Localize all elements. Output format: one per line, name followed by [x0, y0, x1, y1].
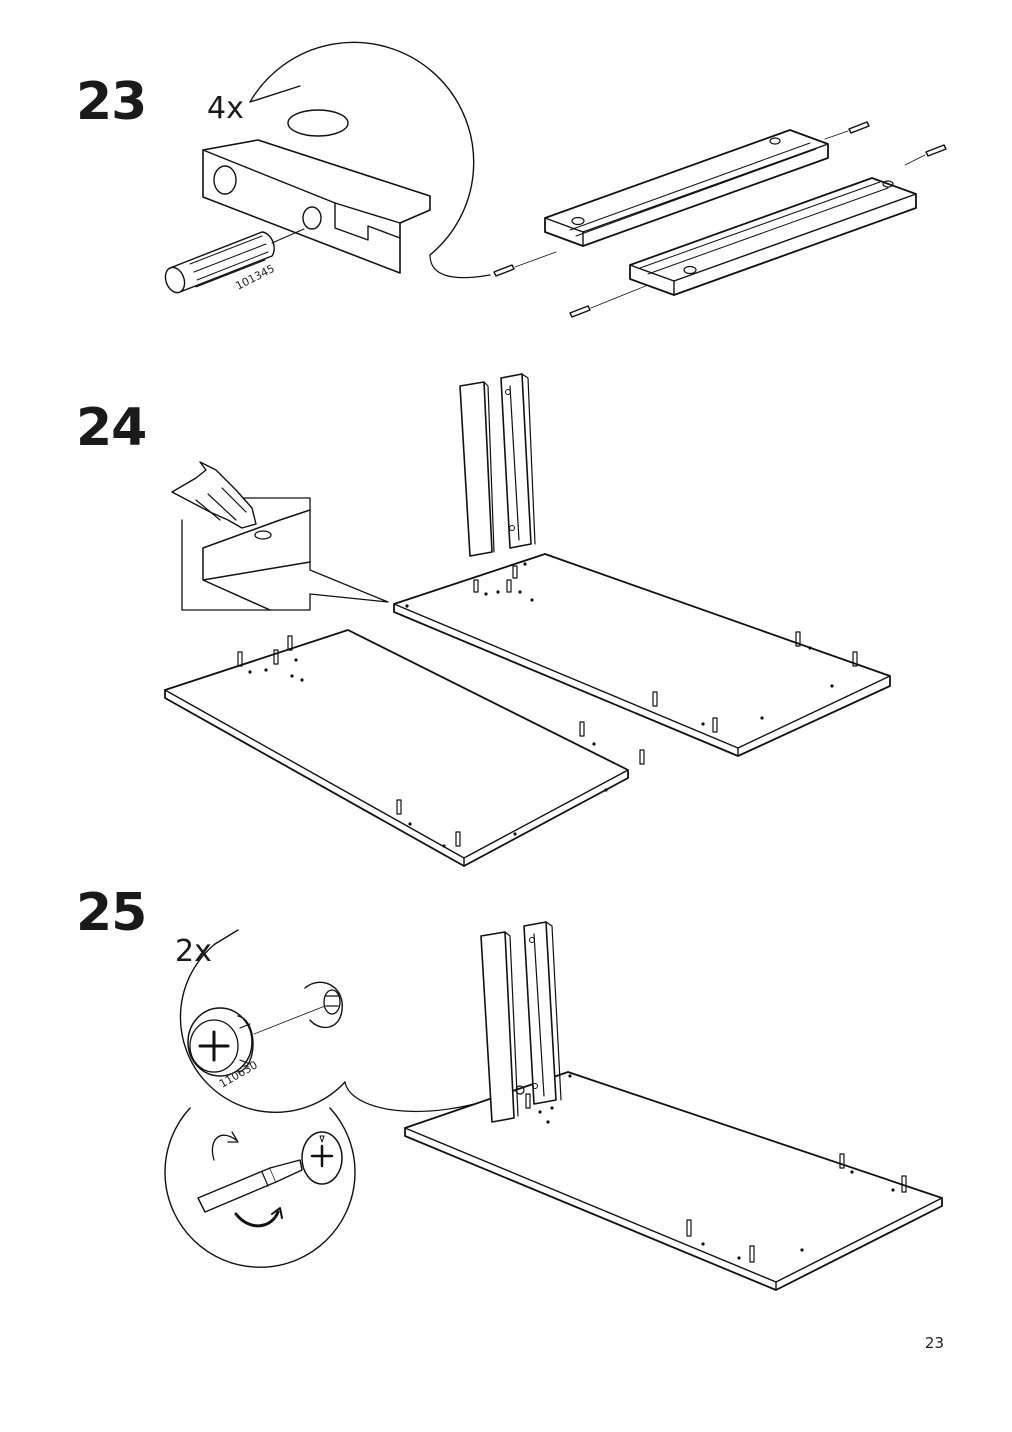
wooden-dowel-icon [164, 228, 305, 294]
cam-hole-detail [304, 981, 343, 1029]
rotate-arrow-icon [211, 1131, 283, 1228]
step-24-panel-right [393, 373, 891, 757]
step-23-rails [493, 121, 947, 318]
step-23-detail-circle: 101345 [164, 41, 491, 294]
cam-lock-fitting-icon [187, 1003, 331, 1077]
screwdriver-icon [197, 1159, 303, 1213]
quantity-label-step-25: 2x [175, 934, 212, 969]
quantity-label-step-23: 4x [207, 91, 244, 126]
step-24-panel-left [164, 629, 645, 867]
step-number-23: 23 [76, 72, 147, 132]
step-24-detail-box [171, 461, 389, 611]
finger-press-icon [171, 461, 257, 529]
step-number-25: 25 [76, 883, 147, 943]
cam-lock-head-icon [301, 1131, 343, 1185]
step-number-24: 24 [76, 398, 147, 458]
step-25-detail-circles: 110630 [164, 929, 506, 1268]
page-number: 23 [924, 1334, 944, 1352]
step-25-assembly [404, 921, 943, 1291]
